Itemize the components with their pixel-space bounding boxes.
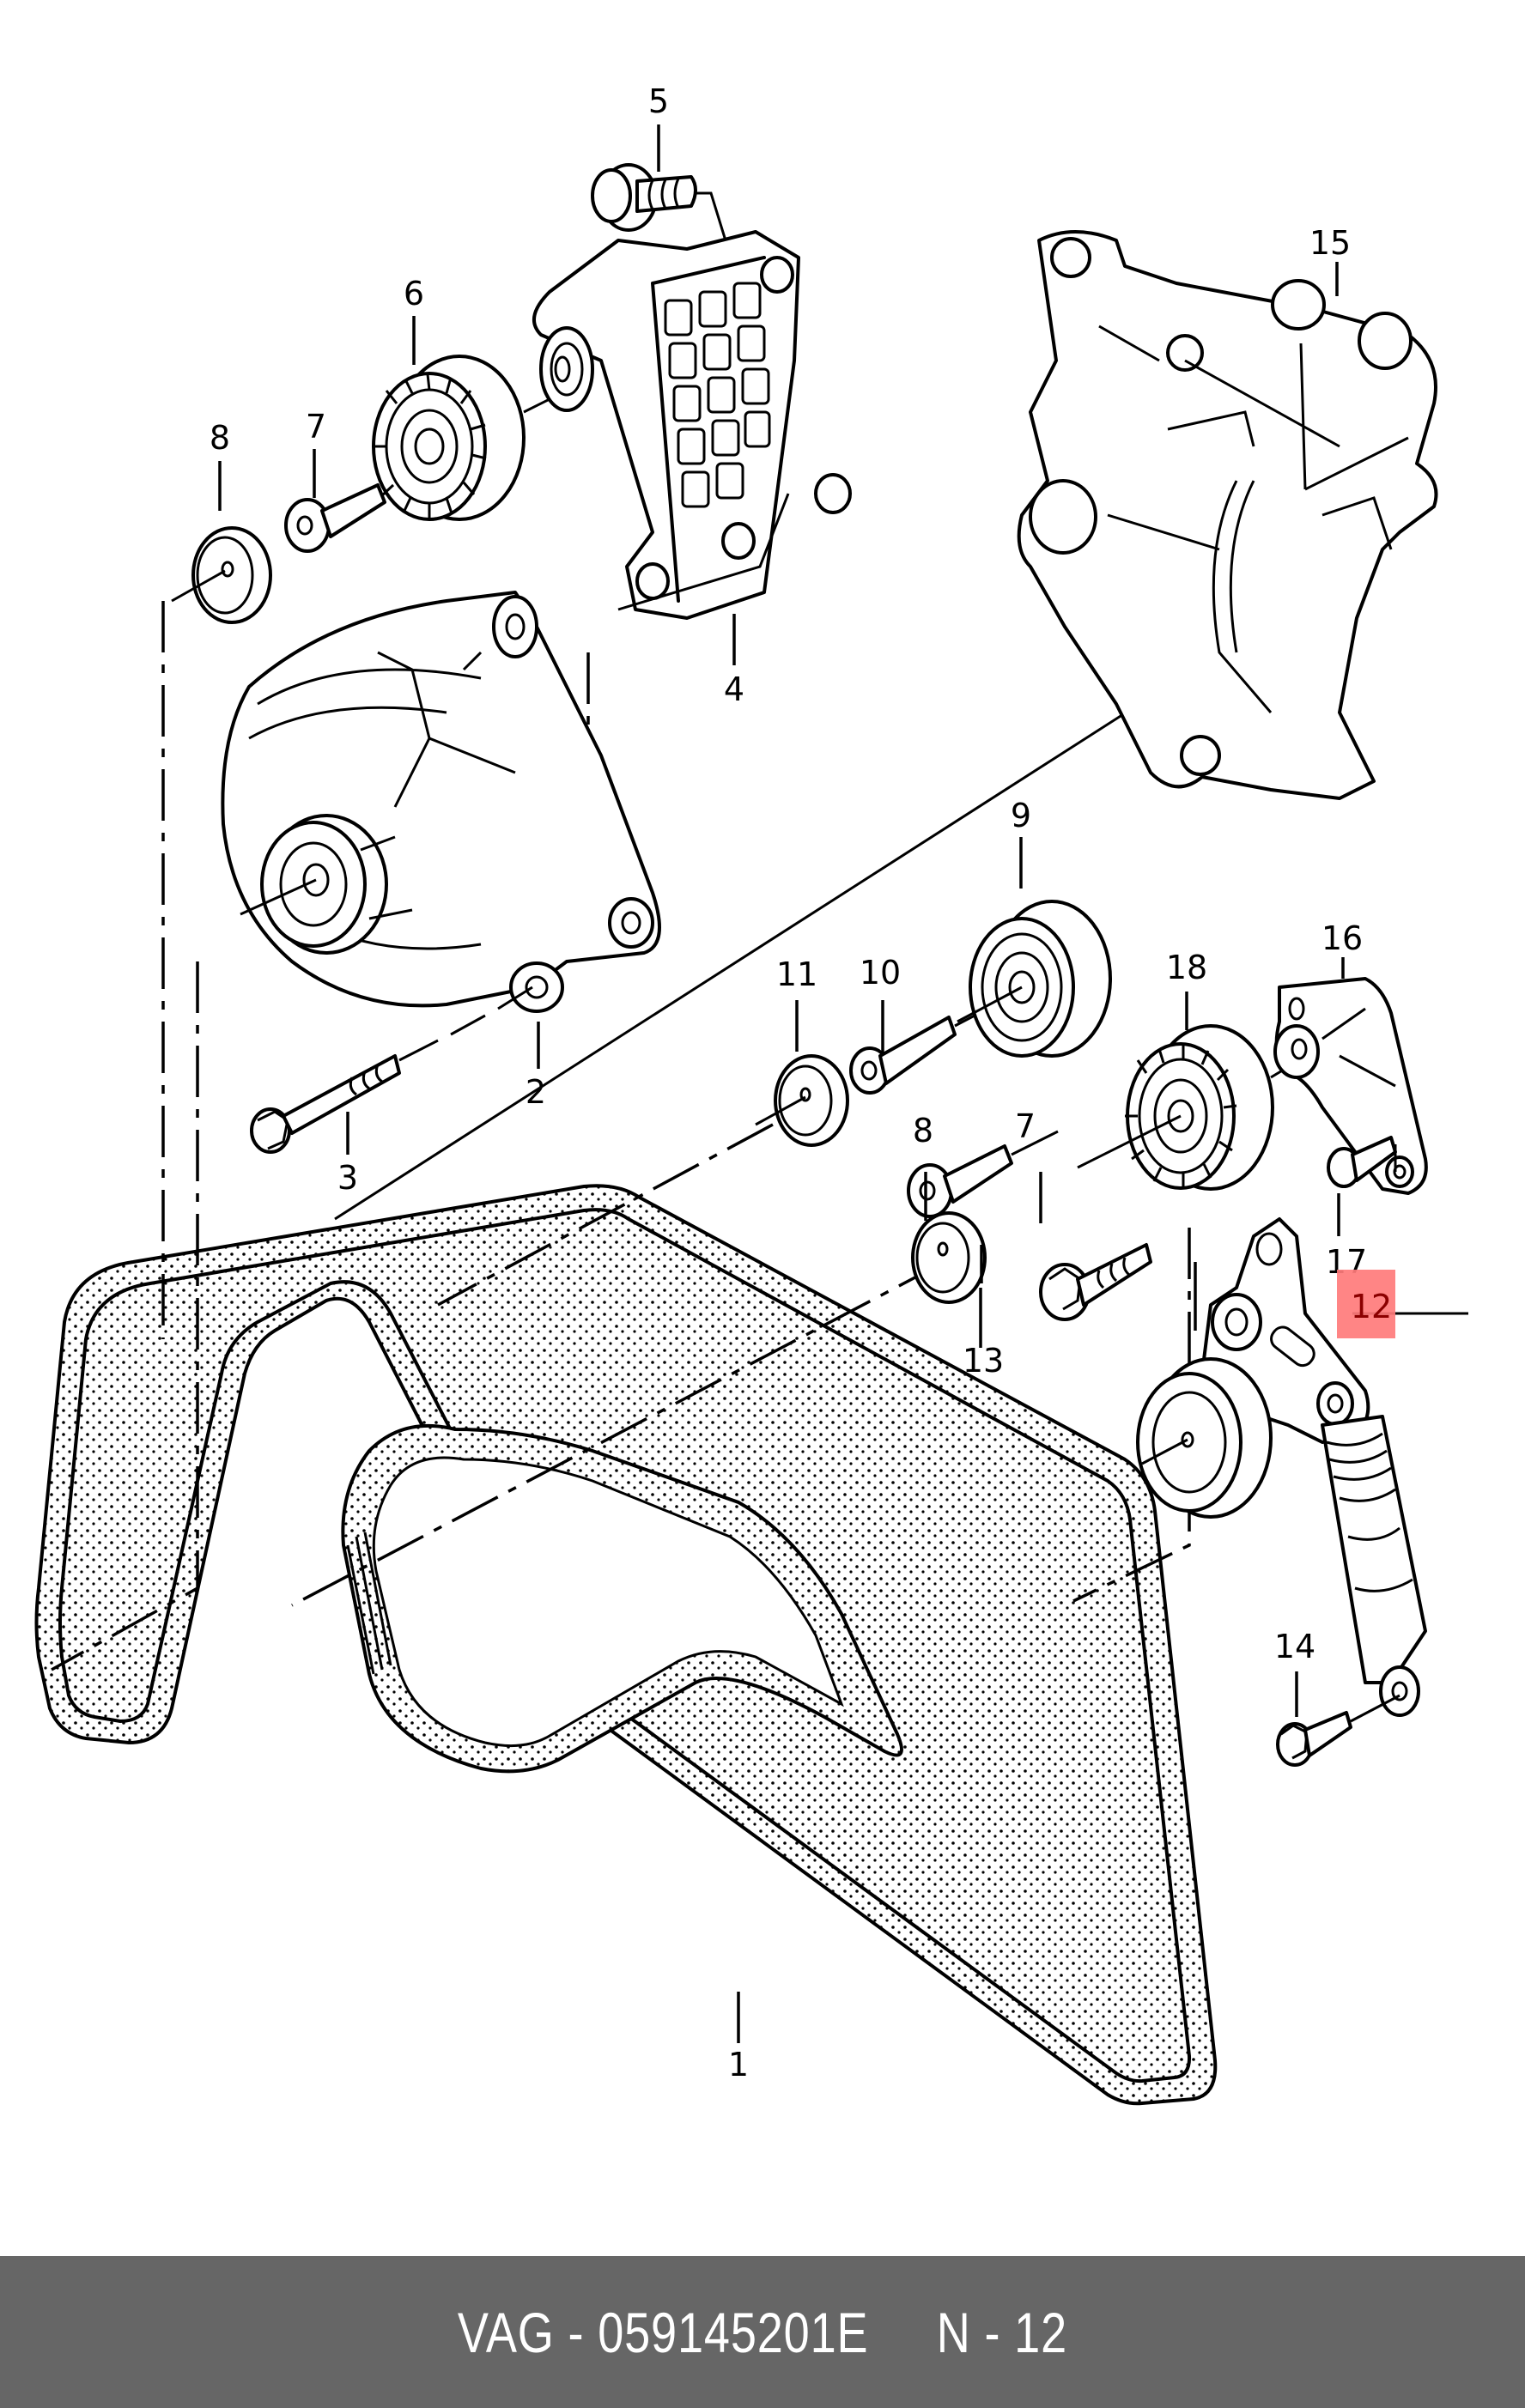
pulley-bolt-10	[849, 1003, 997, 1095]
callout-11[interactable]: 11	[775, 955, 818, 993]
callout-15[interactable]: 15	[1309, 224, 1352, 262]
callout-5[interactable]: 5	[647, 82, 670, 120]
cover-cap-11	[755, 1054, 849, 1147]
callout-9[interactable]: 9	[1010, 797, 1032, 834]
bracket-bolt-5	[591, 163, 730, 250]
callout-1[interactable]: 1	[727, 2046, 750, 2083]
callout-6[interactable]: 6	[403, 275, 425, 312]
pulley-bolt-7-bottom	[907, 1130, 1059, 1218]
cover-cap-8-top	[171, 526, 272, 624]
cover-cap-8-bottom	[911, 1211, 987, 1304]
callout-2[interactable]: 2	[525, 1073, 547, 1111]
callout-8-top[interactable]: 8	[209, 419, 231, 457]
tensioner-12	[1136, 1217, 1468, 1717]
idler-pulley-6	[372, 355, 550, 521]
callout-8-bottom[interactable]: 8	[912, 1112, 934, 1149]
bracket-bolt-17	[1327, 1136, 1397, 1188]
callout-7-top[interactable]: 7	[305, 408, 327, 446]
callout-14[interactable]: 14	[1273, 1628, 1316, 1665]
callout-10[interactable]: 10	[859, 954, 902, 992]
tensioner-bolt-13	[1039, 1243, 1152, 1321]
callout-16[interactable]: 16	[1321, 919, 1364, 957]
callout-18[interactable]: 18	[1165, 949, 1208, 986]
diagram-drawing	[34, 124, 1468, 2106]
callout-7-bottom[interactable]: 7	[1014, 1107, 1036, 1145]
alternator-2	[221, 591, 661, 1013]
alternator-bolt-3	[250, 986, 533, 1154]
parts-diagram: 5 6 8 7 4 15 9 11 10 16 18 8 7 17 12 13 …	[34, 82, 1468, 2106]
damper-bolt-14	[1276, 1694, 1400, 1767]
pulley-bolt-7-top	[284, 469, 430, 553]
callout-13[interactable]: 13	[962, 1342, 1005, 1380]
idler-pulley-18	[1077, 1024, 1293, 1191]
leader-lines	[218, 124, 1345, 2043]
poly-v-belt	[34, 1184, 1218, 2106]
callout-12[interactable]: 12	[1350, 1288, 1393, 1325]
accessory-bracket-15	[1017, 230, 1438, 800]
idler-pulley-9	[957, 900, 1112, 1058]
alternator-bracket-4	[532, 230, 852, 620]
callout-3[interactable]: 3	[337, 1159, 359, 1197]
part-number-footer: VAG - 059145201E N - 12	[0, 2256, 1525, 2408]
callout-4[interactable]: 4	[723, 670, 745, 708]
part-number-label: VAG - 059145201E N - 12	[457, 2300, 1068, 2364]
highlight-box	[1337, 1270, 1395, 1338]
